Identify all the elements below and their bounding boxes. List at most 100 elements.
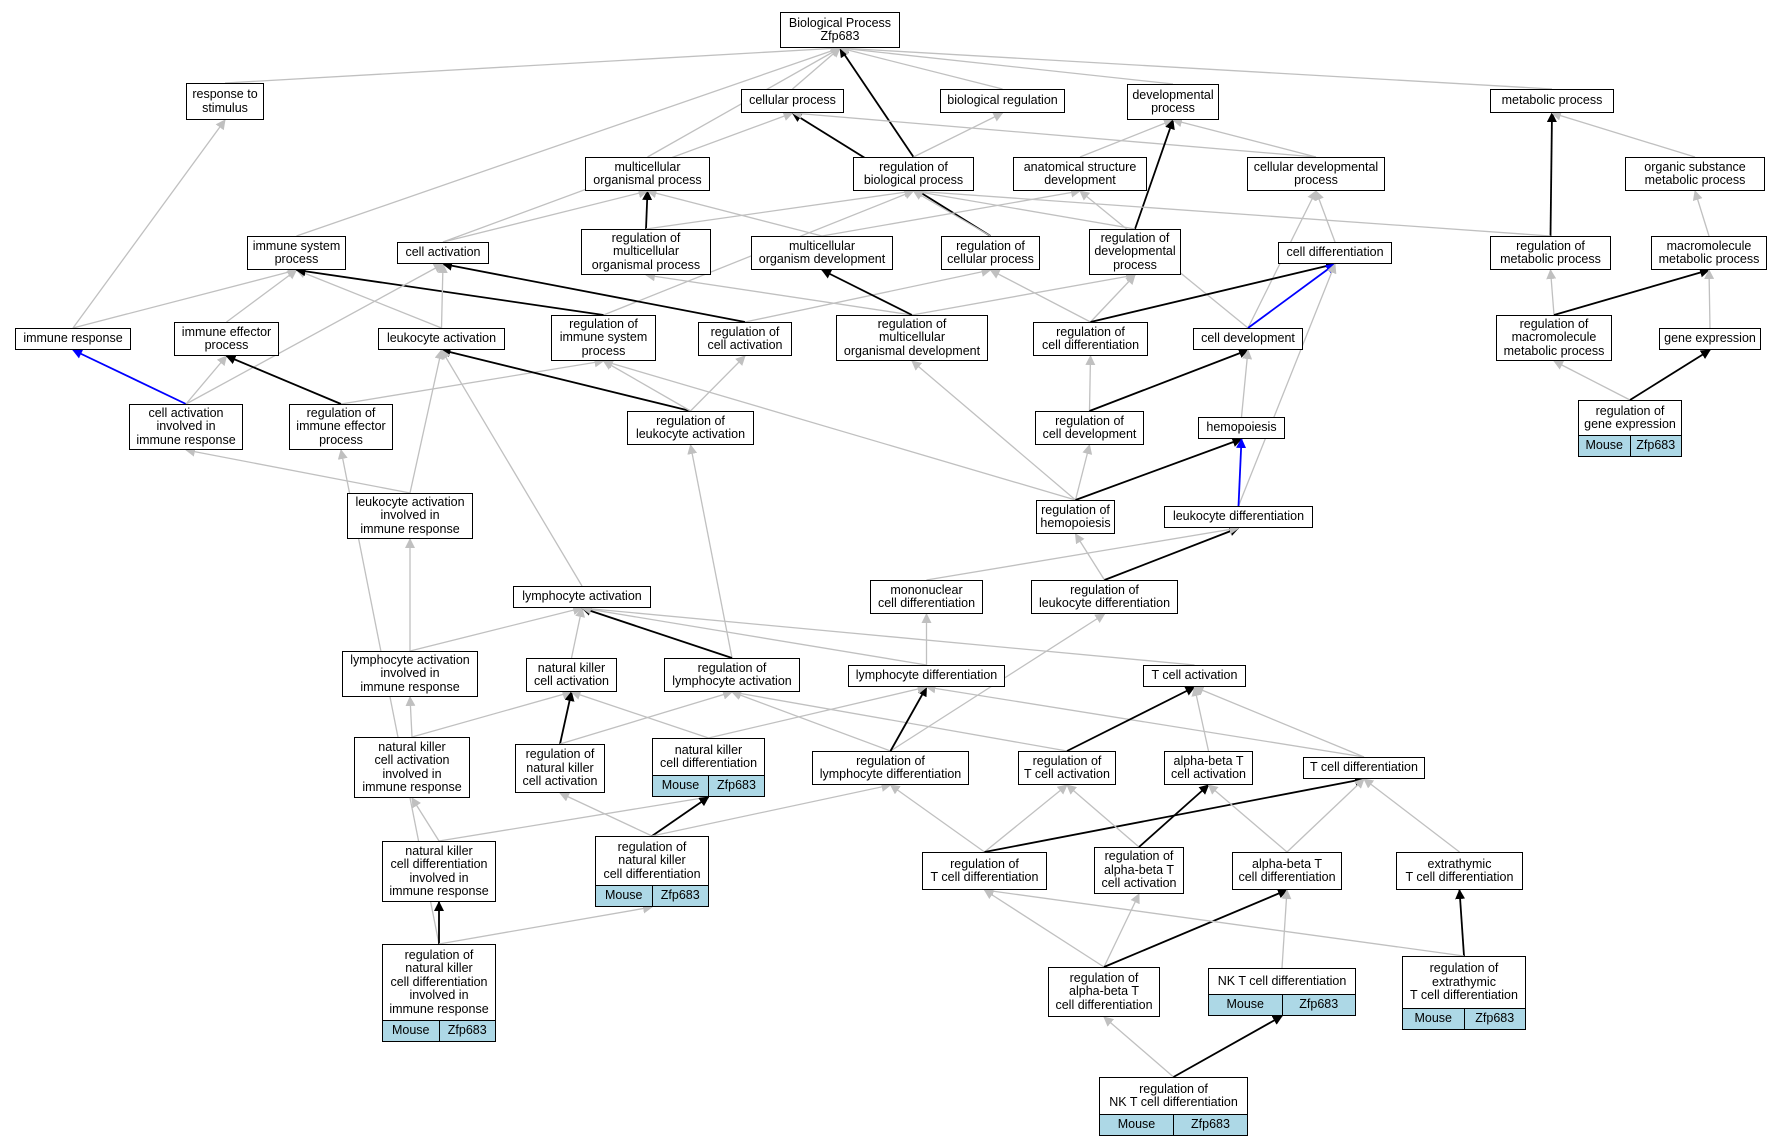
go-term-gene-expression[interactable]: gene expression <box>1659 328 1761 350</box>
go-term-regulation-of-nk-cell-activation[interactable]: regulation of natural killer cell activa… <box>515 744 605 793</box>
edge-regulation-of-extrathymic-t-cell-differentiation-to-extrathymic-t-cell-differentiation <box>1455 889 1466 957</box>
go-term-label: regulation of multicellular organismal d… <box>843 316 981 358</box>
go-term-regulation-of-nk-cell-differentiation[interactable]: regulation of natural killer cell differ… <box>595 836 709 907</box>
go-term-reg-nk-cell-diff-in-immune-response[interactable]: regulation of natural killer cell differ… <box>382 944 496 1042</box>
go-term-anatomical-structure-development[interactable]: anatomical structure development <box>1013 157 1147 191</box>
go-term-regulation-of-extrathymic-t-cell-differentiation[interactable]: regulation of extrathymic T cell differe… <box>1402 956 1526 1030</box>
go-term-reg-macromolecule-metabolic-process[interactable]: regulation of macromolecule metabolic pr… <box>1496 315 1612 361</box>
go-term-alpha-beta-t-cell-activation[interactable]: alpha-beta T cell activation <box>1164 751 1253 785</box>
go-term-reg-multicellular-organismal-process[interactable]: regulation of multicellular organismal p… <box>581 229 711 275</box>
go-term-biological-regulation[interactable]: biological regulation <box>940 89 1065 113</box>
go-term-multicellular-organismal-process[interactable]: multicellular organismal process <box>585 157 710 191</box>
go-term-regulation-of-cellular-process[interactable]: regulation of cellular process <box>941 236 1040 270</box>
go-term-regulation-of-t-cell-differentiation[interactable]: regulation of T cell differentiation <box>922 852 1047 890</box>
go-term-regulation-of-hemopoiesis[interactable]: regulation of hemopoiesis <box>1036 500 1115 534</box>
go-term-label: macromolecule metabolic process <box>1658 238 1760 266</box>
go-term-leukocyte-activation-in-immune-response[interactable]: leukocyte activation involved in immune … <box>347 493 473 539</box>
go-term-label: regulation of developmental process <box>1094 230 1176 272</box>
edge-gene-expression-to-macromolecule-metabolic-process <box>1704 269 1715 329</box>
go-term-label: hemopoiesis <box>1206 420 1277 435</box>
go-term-mononuclear-cell-differentiation[interactable]: mononuclear cell differentiation <box>870 580 983 614</box>
go-term-t-cell-activation[interactable]: T cell activation <box>1143 665 1246 687</box>
edge-metabolic-process-to-bp <box>839 43 1553 90</box>
edge-reg-multicellular-organismal-development-to-regulation-of-developmental-process <box>911 271 1136 316</box>
go-term-label: multicellular organismal process <box>593 159 702 187</box>
go-term-regulation-of-cell-activation[interactable]: regulation of cell activation <box>698 322 792 356</box>
go-term-regulation-of-leukocyte-activation[interactable]: regulation of leukocyte activation <box>627 411 754 445</box>
go-term-label: regulation of NK T cell differentiation <box>1109 1081 1238 1109</box>
edge-regulation-of-ab-t-cell-differentiation-to-regulation-of-t-cell-differentiation <box>983 889 1105 968</box>
go-term-leukocyte-differentiation[interactable]: leukocyte differentiation <box>1164 506 1313 528</box>
edge-regulation-of-extrathymic-t-cell-differentiation-to-regulation-of-t-cell-differentiation <box>983 886 1465 957</box>
go-term-label: regulation of natural killer cell differ… <box>389 947 489 1016</box>
edge-regulation-of-lymphocyte-activation-to-lymphocyte-activation <box>581 606 733 659</box>
go-term-cell-development[interactable]: cell development <box>1193 328 1303 350</box>
go-term-label: immune response <box>23 331 123 346</box>
edge-regulation-of-immune-system-process-to-immune-system-process <box>295 266 604 316</box>
go-term-immune-effector-process[interactable]: immune effector process <box>174 322 279 356</box>
go-term-regulation-of-ab-t-cell-activation[interactable]: regulation of alpha-beta T cell activati… <box>1094 847 1184 894</box>
edge-regulation-of-lymphocyte-activation-to-regulation-of-leukocyte-activation <box>687 444 733 659</box>
go-term-lymphocyte-activation-in-immune-response[interactable]: lymphocyte activation involved in immune… <box>342 651 478 697</box>
edge-regulation-of-developmental-process-to-regulation-of-biological-process <box>912 187 1136 230</box>
go-term-macromolecule-metabolic-process[interactable]: macromolecule metabolic process <box>1651 236 1767 270</box>
edge-reg-multicellular-organismal-process-to-regulation-of-biological-process <box>645 187 915 230</box>
go-term-developmental-process[interactable]: developmental process <box>1127 84 1219 120</box>
go-term-label: multicellular organism development <box>758 238 886 266</box>
go-term-natural-killer-cell-activation[interactable]: natural killer cell activation <box>526 658 617 692</box>
go-term-response-to-stimulus[interactable]: response to stimulus <box>186 83 264 120</box>
go-term-regulation-of-t-cell-activation[interactable]: regulation of T cell activation <box>1018 751 1116 785</box>
edge-regulation-of-nk-cell-differentiation-to-regulation-of-nk-cell-activation <box>559 792 653 837</box>
go-term-label: regulation of extrathymic T cell differe… <box>1410 961 1518 1003</box>
go-term-cell-activation[interactable]: cell activation <box>397 242 489 264</box>
edge-regulation-of-nk-t-cell-differentiation-to-regulation-of-ab-t-cell-differentiation <box>1103 1016 1174 1078</box>
go-term-regulation-of-lymphocyte-activation[interactable]: regulation of lymphocyte activation <box>664 658 800 692</box>
go-term-nk-cell-differentiation-in-immune-response[interactable]: natural killer cell differentiation invo… <box>382 841 496 902</box>
go-term-hemopoiesis[interactable]: hemopoiesis <box>1198 417 1285 439</box>
species-cell: Mouse <box>661 778 700 793</box>
edge-regulation-of-nk-cell-differentiation-to-regulation-of-lymphocyte-differentiation <box>651 781 892 837</box>
go-term-regulation-of-immune-effector-process[interactable]: regulation of immune effector process <box>289 404 393 450</box>
go-term-regulation-of-metabolic-process[interactable]: regulation of metabolic process <box>1490 236 1611 270</box>
go-term-immune-response[interactable]: immune response <box>15 328 131 350</box>
go-term-t-cell-differentiation[interactable]: T cell differentiation <box>1303 757 1425 779</box>
go-term-label: natural killer cell activation involved … <box>362 739 462 794</box>
go-term-regulation-of-developmental-process[interactable]: regulation of developmental process <box>1089 229 1181 275</box>
go-term-cellular-process[interactable]: cellular process <box>741 89 844 113</box>
go-term-alpha-beta-t-cell-differentiation[interactable]: alpha-beta T cell differentiation <box>1232 852 1342 890</box>
go-term-immune-system-process[interactable]: immune system process <box>247 236 346 270</box>
edge-regulation-of-t-cell-differentiation-to-regulation-of-t-cell-activation <box>984 784 1068 853</box>
go-term-regulation-of-immune-system-process[interactable]: regulation of immune system process <box>551 315 656 361</box>
edge-regulation-of-nk-t-cell-differentiation-to-nk-t-cell-differentiation <box>1173 1015 1283 1078</box>
go-term-lymphocyte-differentiation[interactable]: lymphocyte differentiation <box>848 665 1005 687</box>
edge-nk-t-cell-differentiation-to-alpha-beta-t-cell-differentiation <box>1281 889 1292 969</box>
go-term-regulation-of-cell-development[interactable]: regulation of cell development <box>1035 411 1144 445</box>
go-term-label: leukocyte differentiation <box>1172 509 1305 524</box>
go-term-bp[interactable]: Biological Process Zfp683 <box>780 12 900 48</box>
go-term-regulation-of-biological-process[interactable]: regulation of biological process <box>853 157 974 191</box>
go-term-nk-cell-activation-in-immune-response[interactable]: natural killer cell activation involved … <box>354 737 470 798</box>
go-term-leukocyte-activation[interactable]: leukocyte activation <box>378 328 505 350</box>
go-term-cellular-developmental-process[interactable]: cellular developmental process <box>1247 157 1385 191</box>
go-term-extrathymic-t-cell-differentiation[interactable]: extrathymic T cell differentiation <box>1396 852 1523 890</box>
go-term-multicellular-organism-development[interactable]: multicellular organism development <box>751 236 893 270</box>
go-term-regulation-of-lymphocyte-differentiation[interactable]: regulation of lymphocyte differentiation <box>812 751 969 785</box>
go-term-regulation-of-leukocyte-differentiation[interactable]: regulation of leukocyte differentiation <box>1031 580 1178 614</box>
go-term-organic-substance-metabolic-process[interactable]: organic substance metabolic process <box>1625 157 1765 191</box>
edge-reg-macromolecule-metabolic-process-to-macromolecule-metabolic-process <box>1553 267 1710 316</box>
go-term-cell-differentiation[interactable]: cell differentiation <box>1278 242 1392 264</box>
go-term-reg-multicellular-organismal-development[interactable]: regulation of multicellular organismal d… <box>836 315 988 361</box>
edge-regulation-of-ab-t-cell-activation-to-regulation-of-t-cell-activation <box>1066 784 1140 848</box>
go-term-lymphocyte-activation[interactable]: lymphocyte activation <box>513 586 651 608</box>
go-term-cell-activation-in-immune-response[interactable]: cell activation involved in immune respo… <box>129 404 243 450</box>
edge-organic-substance-metabolic-process-to-metabolic-process <box>1551 110 1696 158</box>
go-term-regulation-of-ab-t-cell-differentiation[interactable]: regulation of alpha-beta T cell differen… <box>1048 967 1160 1017</box>
edge-reg-nk-cell-diff-in-immune-response-to-regulation-of-nk-cell-differentiation <box>438 903 653 945</box>
go-term-metabolic-process[interactable]: metabolic process <box>1490 89 1614 113</box>
go-term-regulation-of-cell-differentiation[interactable]: regulation of cell differentiation <box>1033 322 1148 356</box>
